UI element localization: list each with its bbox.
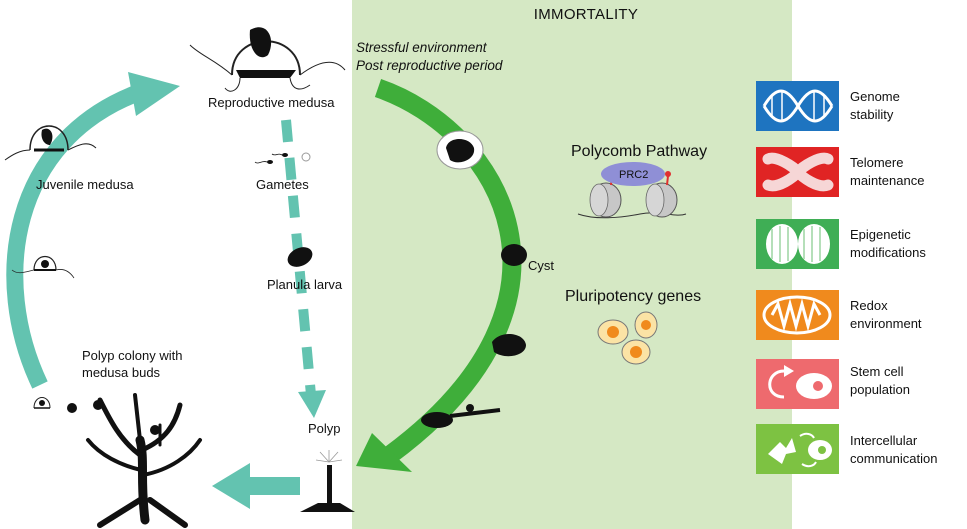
mitochondrion-icon <box>756 290 839 340</box>
cyst-stage-3 <box>492 334 526 357</box>
polyp <box>300 450 355 512</box>
mechanism-stem-cell-line2: population <box>850 382 910 397</box>
cyst-stage-1 <box>436 130 484 170</box>
immortality-panel <box>352 0 792 529</box>
mechanism-intercellular-line2: communication <box>850 451 938 466</box>
prc2-complex <box>601 162 665 186</box>
chromosome-icon <box>756 147 839 197</box>
cyst-stage-2 <box>501 244 527 266</box>
label-gametes: Gametes <box>256 177 309 192</box>
mechanism-telomere-line2: maintenance <box>850 173 925 188</box>
life-cycle-arrowhead <box>128 72 180 116</box>
gametes <box>254 152 311 164</box>
mechanism-telomere-line1: Telomere <box>850 155 904 170</box>
stem-cell-icon <box>756 359 839 409</box>
mechanism-redox-line1: Redox <box>850 298 888 313</box>
development-dashed-arrow <box>281 119 316 396</box>
nucleosome-icon <box>756 219 839 269</box>
pluripotent-cells <box>597 311 658 365</box>
mechanism-redox-line2: environment <box>850 316 922 331</box>
trigger-line-1: Stressful environment <box>356 40 487 55</box>
life-cycle-arrow <box>6 84 143 389</box>
label-reproductive-medusa: Reproductive medusa <box>208 95 335 110</box>
mechanism-genome-line1: Genome <box>850 89 900 104</box>
label-pluripotency-genes: Pluripotency genes <box>565 288 702 305</box>
dna-helix-icon <box>756 81 839 131</box>
cell-signaling-icon <box>756 424 839 474</box>
budding-arrowhead <box>212 463 250 509</box>
budding-arrow <box>248 477 300 495</box>
label-prc2: PRC2 <box>619 169 649 181</box>
reproductive-medusa <box>189 27 346 92</box>
reverse-development-arrow <box>374 79 522 463</box>
label-polycomb-pathway: Polycomb Pathway <box>571 143 708 160</box>
planula-larva <box>287 247 313 267</box>
polycomb-nucleosomes <box>577 171 687 219</box>
label-cyst: Cyst <box>528 258 554 273</box>
colony-buds <box>67 400 160 435</box>
label-polyp: Polyp <box>308 421 341 436</box>
small-medusa <box>11 255 75 279</box>
mechanism-intercellular-line1: Intercellular <box>850 433 918 448</box>
juvenile-medusa <box>4 125 97 161</box>
reverse-development-arrowhead <box>356 433 412 472</box>
trigger-line-2: Post reproductive period <box>356 58 503 73</box>
cyst-stage-4 <box>421 404 501 428</box>
label-polyp-colony-1: Polyp colony with <box>82 348 183 363</box>
mechanism-stem-cell-line1: Stem cell <box>850 364 904 379</box>
mechanism-epigenetic-line2: modifications <box>850 245 926 260</box>
medusa-bud <box>33 397 51 409</box>
polyp-colony <box>86 393 202 528</box>
diagram-title: IMMORTALITY <box>533 6 639 23</box>
label-planula-larva: Planula larva <box>267 277 343 292</box>
mechanism-epigenetic-line1: Epigenetic <box>850 227 911 242</box>
label-juvenile-medusa: Juvenile medusa <box>36 177 134 192</box>
mechanism-genome-line2: stability <box>850 107 894 122</box>
label-polyp-colony-2: medusa buds <box>82 365 161 380</box>
development-arrowhead <box>298 390 326 418</box>
